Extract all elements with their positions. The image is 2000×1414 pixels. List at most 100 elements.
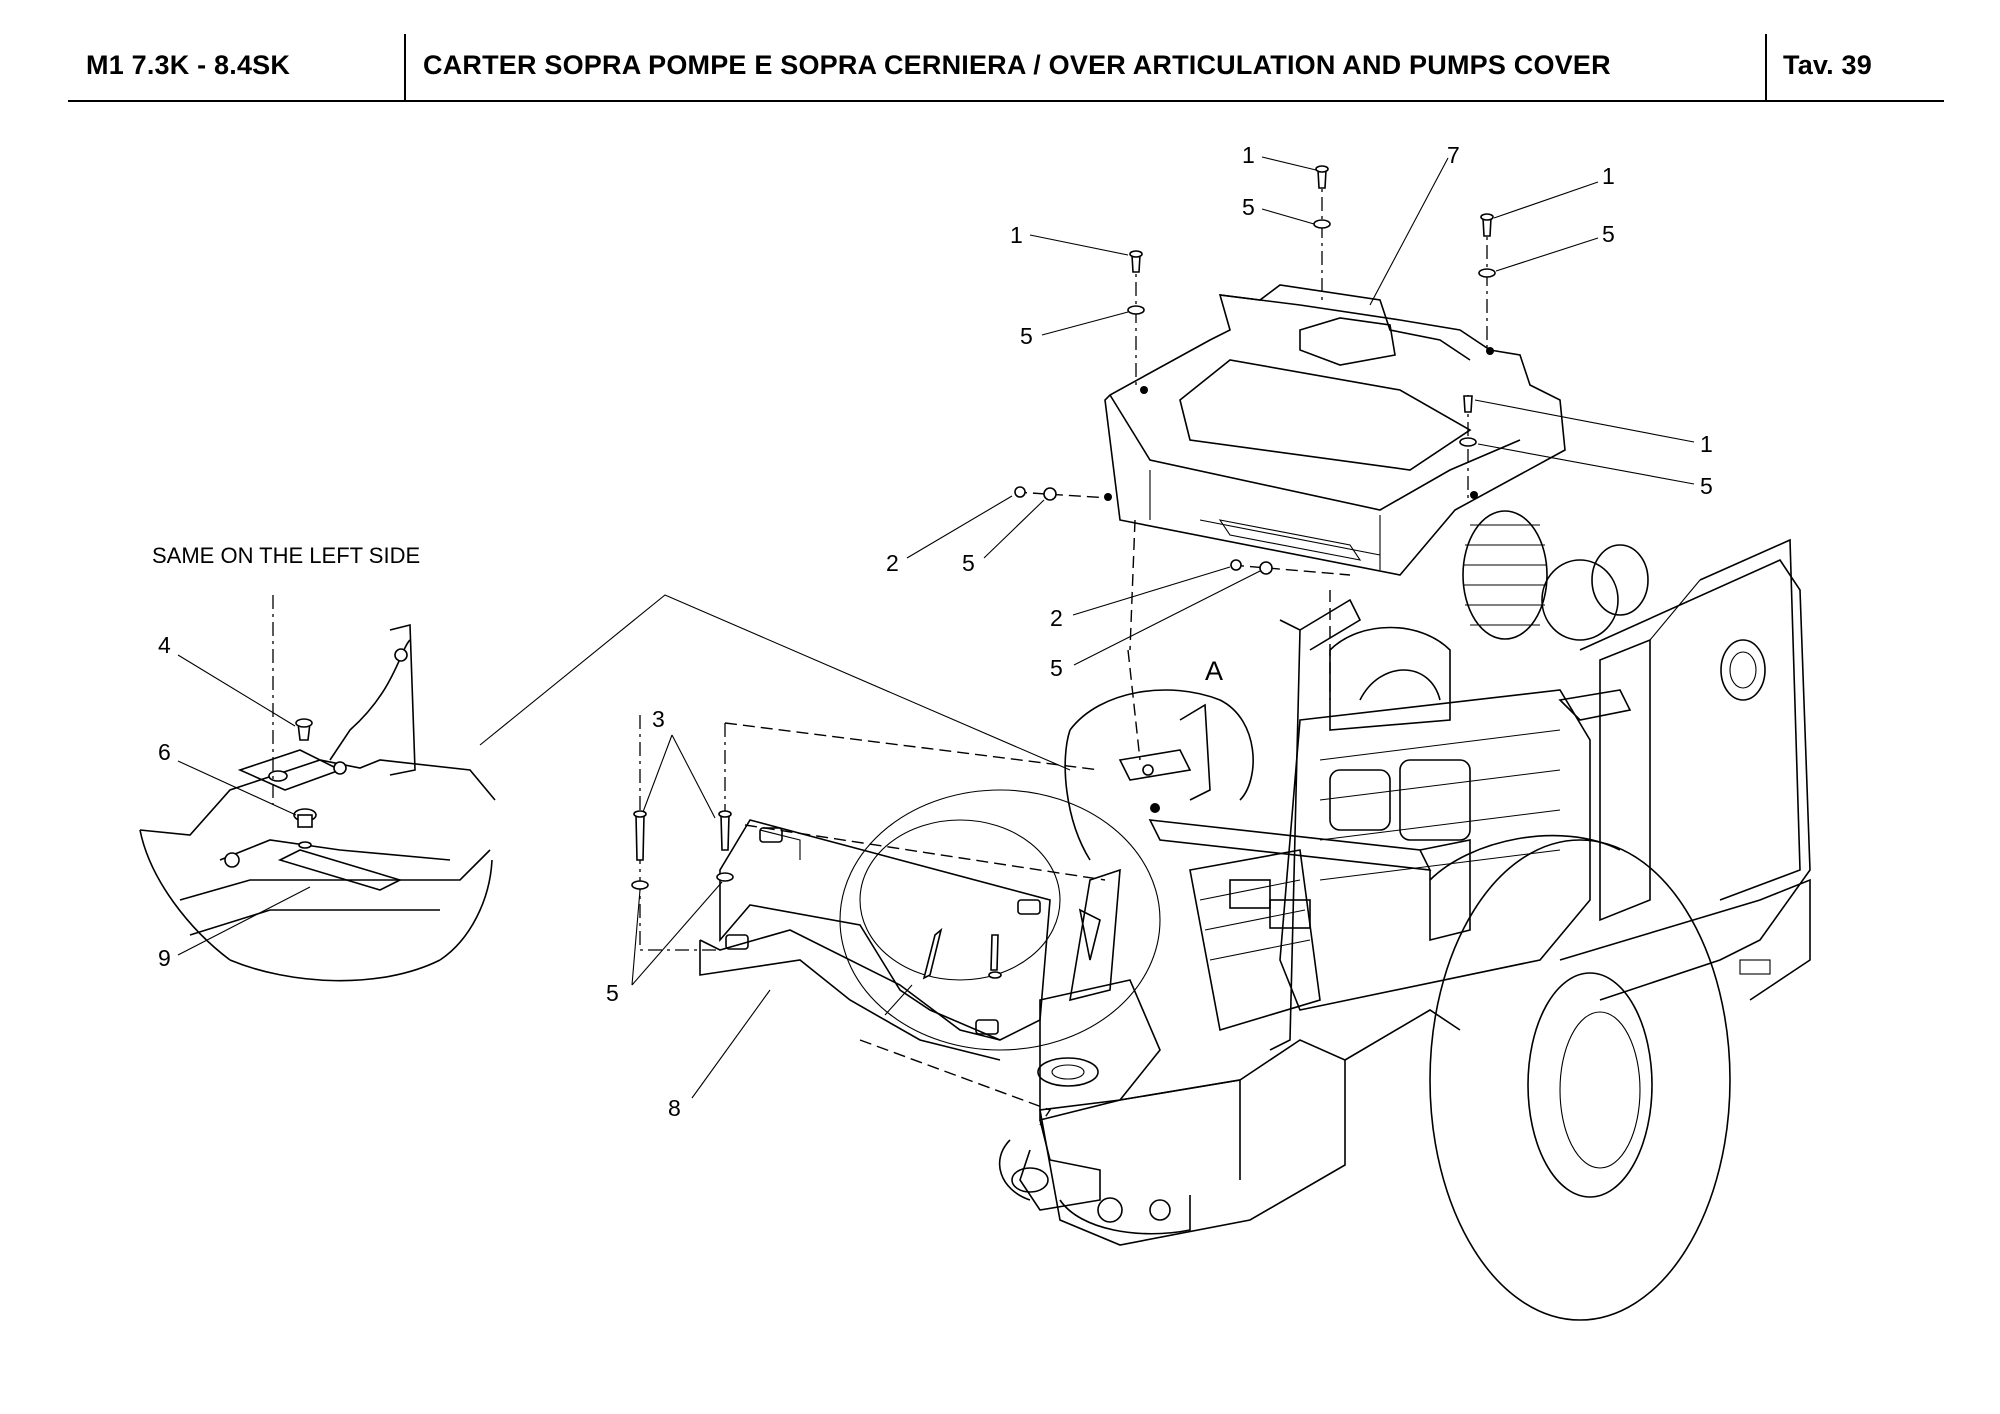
screw-left-outer [635,814,645,861]
side-cover-part-8 [699,819,1121,1061]
axis-side-cover-mid [744,824,1106,881]
front-rim [859,819,1061,981]
engine-fins [1319,729,1561,881]
detail-a-letter: A [1205,656,1223,686]
side-bracket [1069,868,1121,1002]
inset-strip-part-9 [277,849,403,891]
leader-top-center-7 [1369,157,1449,306]
inset-mount-body [297,814,313,828]
engine-block [1279,689,1591,1011]
washer-side-b [988,971,1002,979]
injection-pump [1399,759,1471,841]
title-divider-left [404,34,406,100]
support-clamp [1558,689,1632,721]
inset-side-hole [224,852,240,868]
callout-leaders [177,156,1695,1099]
articulation-pin-inner [1051,1064,1085,1080]
articulation-pin [1037,1057,1099,1087]
side-cover-base [699,929,1001,1041]
leader-left-8 [691,989,771,1099]
pump-details [1199,879,1311,961]
callout-top-center-7: 7 [1447,142,1460,168]
side-cover-slot-4 [975,1019,999,1035]
washer-right [1459,437,1477,447]
washer-top-right [1478,268,1496,278]
cover-hole-2 [1486,347,1494,355]
leader-left-5a [631,889,641,986]
plate-bolt-1 [1097,1197,1123,1223]
bolt-mid-b [1230,559,1242,571]
fasteners [631,165,1496,1126]
callout-numbers: 1 5 1 5 7 1 5 1 5 2 5 2 5 3 5 8 4 6 9 [158,142,1713,1121]
inset-arc-bottom [229,959,441,982]
support-top [1299,598,1362,651]
callout-mid-5a: 5 [962,550,975,576]
plate-number: Tav. 39 [1783,49,1872,80]
cross-bar-end [1419,839,1471,942]
rear-reflector [1739,959,1771,975]
inset-bracket [389,623,416,776]
same-left-side-note: SAME ON THE LEFT SIDE [152,543,420,568]
callout-left-5: 5 [606,980,619,1006]
callout-right-1: 1 [1700,431,1713,457]
title-divider-right [1765,34,1767,100]
title-block: M1 7.3K - 8.4SK CARTER SOPRA POMPE E SOP… [68,32,1944,102]
callout-mid-2a: 2 [886,550,899,576]
detail-a-bolt [1142,764,1154,776]
axis-side-cover-low [859,1039,1052,1126]
bolt-mid-a [1014,486,1026,498]
chassis-lower [1039,1039,1346,1246]
hose-corrugations [1463,524,1547,626]
side-cover-tab [759,829,801,860]
screw-left-inner-head [718,810,732,818]
screw-left-outer-head [633,810,647,818]
cover-hole-1 [1140,386,1148,394]
cover-hole-4 [1104,493,1112,501]
leader-mid-2b [1072,566,1231,616]
callout-top-center-5: 5 [1242,194,1255,220]
exhaust-bend [1359,669,1441,701]
fuel-pump [1329,769,1391,831]
leader-top-right-1 [1493,181,1599,219]
cover-front-edge [1109,394,1521,511]
rear-wall [1559,878,1811,1001]
filler-cap-inner [1729,651,1757,689]
right-side-frame [1579,558,1811,1001]
leader-detail-6 [177,760,297,816]
leader-top-center-5 [1261,208,1315,225]
hitch-arm [998,1139,1031,1201]
hitch-eye [1011,1167,1049,1193]
axis-side-a [884,984,913,1016]
front-tyre [839,789,1161,1051]
washer-top-left [1127,305,1145,315]
side-cover-outline [719,819,1051,1041]
tank-panel [1599,638,1651,922]
inset-plate-hole [268,770,288,782]
front-plate [1059,1195,1191,1235]
drawing-title: CARTER SOPRA POMPE E SOPRA CERNIERA / OV… [423,49,1611,80]
screw-side-b [990,934,999,971]
detail-a-nut [1150,803,1160,813]
inset-washer [298,841,312,849]
leader-detail-9 [177,886,311,956]
callout-mid-2b: 2 [1050,605,1063,631]
callout-detail-6: 6 [158,739,171,765]
callout-left-3: 3 [652,706,665,732]
detail-a-upright [1179,703,1211,801]
tyre-shoulder [1429,834,1621,881]
inset-screw-head [295,718,313,728]
model-code: M1 7.3K - 8.4SK [86,49,291,80]
turbo-housing [1541,559,1619,641]
detail-inset: SAME ON THE LEFT SIDE [139,543,1071,982]
turbo-outlet [1591,544,1649,616]
callout-detail-9: 9 [158,945,171,971]
inset-arc-right [439,859,493,961]
articulation-block [1039,979,1161,1122]
bolt-top-left-head [1129,250,1143,258]
leader-mid-2a [906,495,1013,559]
leader-left-3b [642,734,673,813]
inset-bar-lower [189,909,440,936]
rear-rim [1527,972,1653,1198]
inset-zoom-leader [479,594,1071,771]
